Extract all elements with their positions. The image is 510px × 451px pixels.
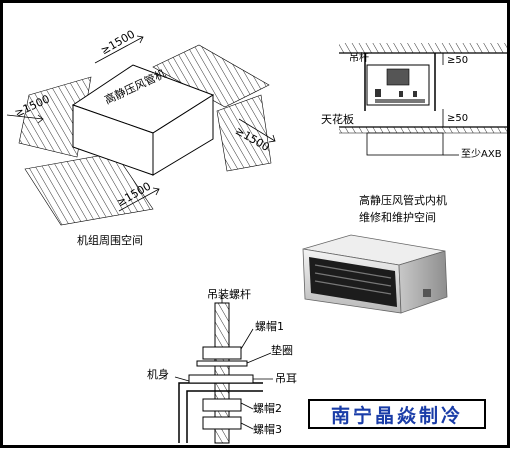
hanging-ear [188,374,254,384]
machine-body-label: 机身 [147,368,169,381]
min-size-label: 至少AXB [461,149,502,160]
hanger-rod-label: 吊装螺杆 [207,288,251,301]
clearance-arrow-bottom [118,188,160,212]
ducted-unit-photo [302,234,448,314]
clearance-caption: 机组周围空间 [77,234,143,247]
washer [196,360,248,367]
brand-logo: 南宁晶焱制冷 [308,399,486,429]
nut-3-label: 螺帽3 [253,423,282,436]
nut-1-label: 螺帽1 [255,320,284,333]
hanging-ear-label: 吊耳 [275,372,297,385]
gap-bottom-label: ≥50 [447,113,469,124]
clearance-zone-bottom [24,152,154,226]
photo-caption-line1: 高静压风管式内机 [359,194,447,207]
gap-top-label: ≥50 [447,55,469,66]
washer-label: 垫圈 [271,344,293,357]
nut-2-label: 螺帽2 [253,402,282,415]
nut-3 [202,416,242,430]
access-opening [366,132,444,156]
unit-box-side [152,94,214,176]
ceiling-install-diagram [339,43,507,156]
clearance-arrow-left [6,114,44,120]
clearance-zone-right [216,94,272,172]
nut-2 [202,398,242,412]
photo-caption-line2: 维修和维护空间 [359,211,436,224]
ceiling-board-label: 天花板 [321,113,354,126]
nut-1 [202,346,242,360]
clearance-area-diagram [6,35,276,226]
diagram-drawing [6,35,507,444]
hanger-assembly-diagram [174,293,273,444]
ceiling-rod-label: 吊杆 [349,53,369,64]
clearance-arrow-top [94,36,144,64]
clearance-arrow-right [238,118,276,142]
